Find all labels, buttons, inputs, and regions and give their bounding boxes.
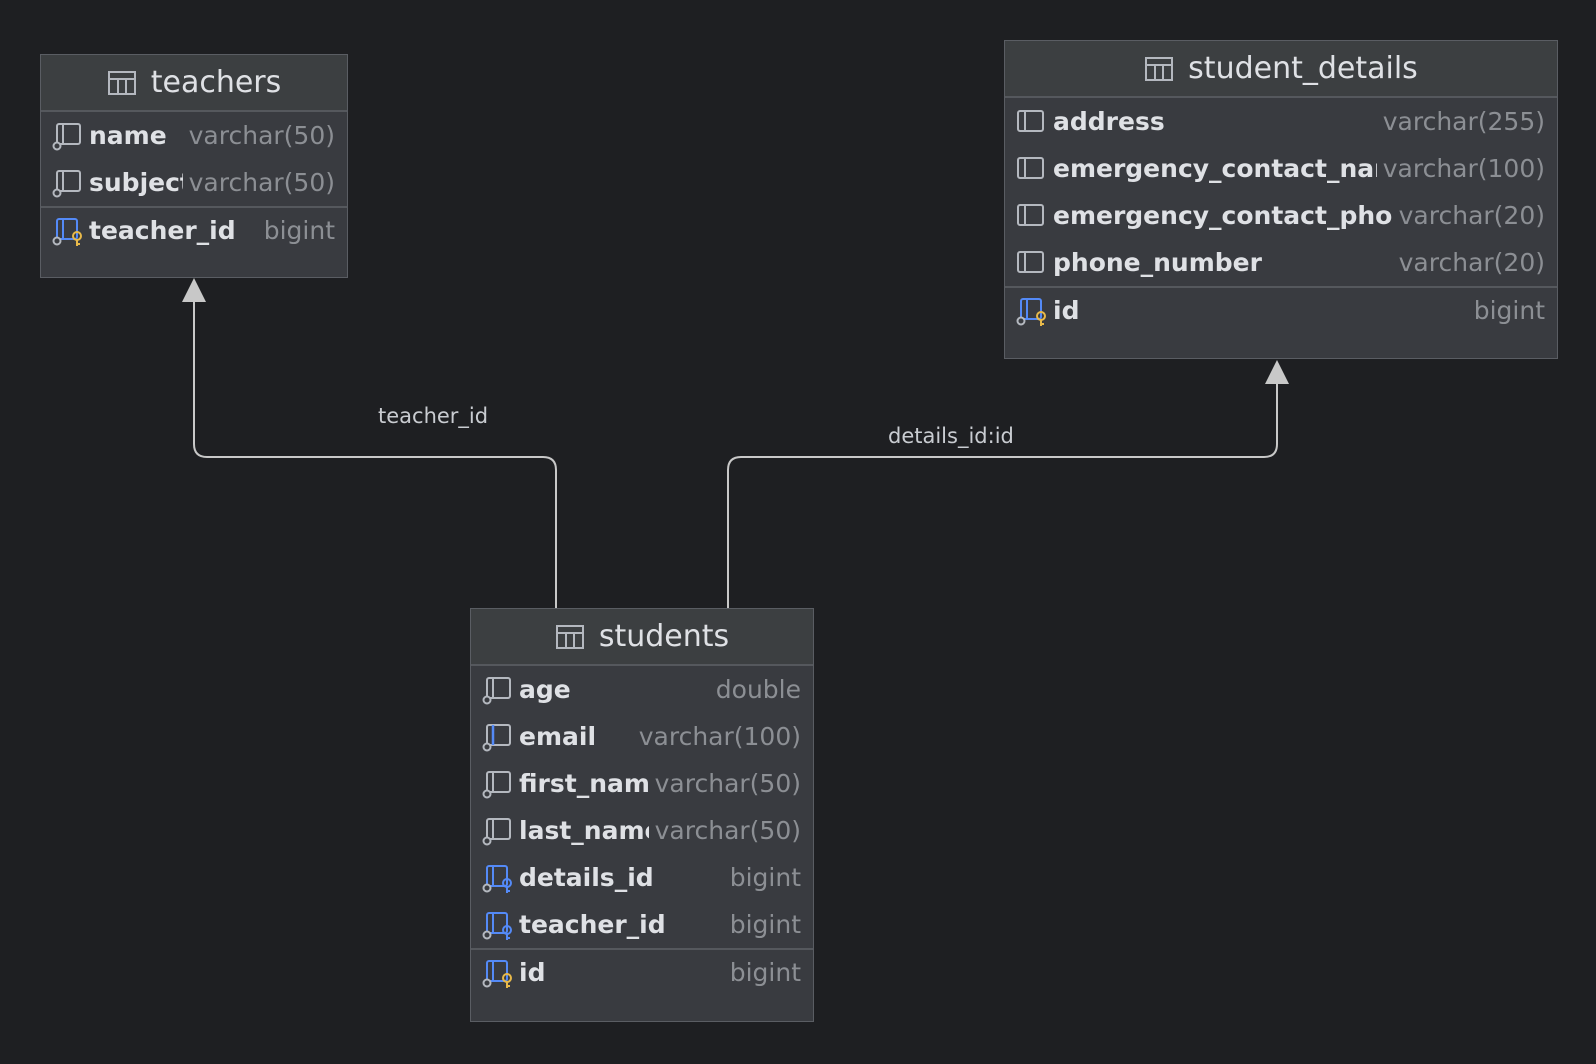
teachers-table[interactable]: teachers name varchar(50) subject varcha…: [40, 54, 348, 278]
column-type: varchar(50): [654, 816, 801, 845]
primary-key-icon: [1016, 297, 1046, 326]
column-icon: [1017, 250, 1044, 273]
column-row[interactable]: last_name varchar(50): [471, 807, 813, 854]
table-title: teachers: [150, 65, 282, 100]
table-icon: [1145, 56, 1174, 81]
column-icon: [482, 770, 511, 798]
foreign-key-icon: [482, 864, 512, 893]
column-name: name: [89, 121, 167, 150]
column-icon: [482, 676, 511, 704]
column-type: bigint: [729, 910, 801, 939]
student-details-table[interactable]: student_details address varchar(255) eme…: [1004, 40, 1558, 359]
column-name: id: [1053, 296, 1080, 325]
teacher-relation-line: [193, 300, 557, 608]
column-type: varchar(50): [188, 121, 335, 150]
column-icon: [52, 169, 81, 197]
column-type: varchar(100): [1382, 154, 1545, 183]
table-header[interactable]: teachers: [41, 55, 347, 112]
column-row[interactable]: first_name varchar(50): [471, 760, 813, 807]
column-row[interactable]: emergency_contact_nam varchar(100): [1005, 145, 1557, 192]
table-title: student_details: [1188, 51, 1418, 86]
indexed-column-icon: [482, 723, 511, 751]
primary-key-icon: [482, 959, 512, 988]
column-name: address: [1053, 107, 1165, 136]
details-relation-line: [727, 382, 1278, 608]
primary-key-icon: [52, 217, 82, 246]
foreign-key-icon: [482, 911, 512, 940]
column-name: id: [519, 958, 546, 987]
column-icon: [1017, 109, 1044, 132]
column-name: first_name: [519, 769, 649, 798]
column-name: emergency_contact_phon: [1053, 201, 1393, 230]
table-header[interactable]: student_details: [1005, 41, 1557, 98]
column-row[interactable]: age double: [471, 666, 813, 713]
column-row[interactable]: email varchar(100): [471, 713, 813, 760]
column-type: bigint: [1473, 296, 1545, 325]
primary-key-row[interactable]: id bigint: [1005, 286, 1557, 333]
student-details-arrow-head: [1265, 360, 1289, 384]
column-type: varchar(100): [638, 722, 801, 751]
column-name: last_name: [519, 816, 649, 845]
column-type: bigint: [729, 863, 801, 892]
column-name: subject: [89, 168, 183, 197]
column-name: emergency_contact_nam: [1053, 154, 1377, 183]
foreign-key-row[interactable]: teacher_id bigint: [471, 901, 813, 948]
column-row[interactable]: address varchar(255): [1005, 98, 1557, 145]
column-icon: [1017, 203, 1044, 226]
column-type: double: [715, 675, 801, 704]
column-name: age: [519, 675, 571, 704]
column-row[interactable]: name varchar(50): [41, 112, 347, 159]
column-icon: [52, 122, 81, 150]
column-row[interactable]: emergency_contact_phon varchar(20): [1005, 192, 1557, 239]
column-name: email: [519, 722, 597, 751]
column-type: varchar(20): [1398, 248, 1545, 277]
column-name: teacher_id: [519, 910, 666, 939]
column-row[interactable]: phone_number varchar(20): [1005, 239, 1557, 286]
column-type: bigint: [263, 216, 335, 245]
primary-key-row[interactable]: teacher_id bigint: [41, 206, 347, 253]
table-title: students: [598, 619, 730, 654]
column-name: phone_number: [1053, 248, 1262, 277]
column-type: varchar(20): [1398, 201, 1545, 230]
column-type: varchar(50): [188, 168, 335, 197]
column-row[interactable]: subject varchar(50): [41, 159, 347, 206]
column-icon: [1017, 156, 1044, 179]
column-type: varchar(255): [1382, 107, 1545, 136]
column-type: varchar(50): [654, 769, 801, 798]
primary-key-row[interactable]: id bigint: [471, 948, 813, 995]
table-header[interactable]: students: [471, 609, 813, 666]
column-name: teacher_id: [89, 216, 236, 245]
column-icon: [482, 817, 511, 845]
column-type: bigint: [729, 958, 801, 987]
relation-label-teacher-id: teacher_id: [378, 404, 489, 428]
table-icon: [107, 70, 136, 95]
relation-label-details-id: details_id:id: [888, 424, 1014, 448]
table-icon: [555, 624, 584, 649]
foreign-key-row[interactable]: details_id bigint: [471, 854, 813, 901]
column-name: details_id: [519, 863, 654, 892]
students-table[interactable]: students age double email varchar(100) f…: [470, 608, 814, 1022]
teachers-arrow-head: [182, 278, 206, 302]
